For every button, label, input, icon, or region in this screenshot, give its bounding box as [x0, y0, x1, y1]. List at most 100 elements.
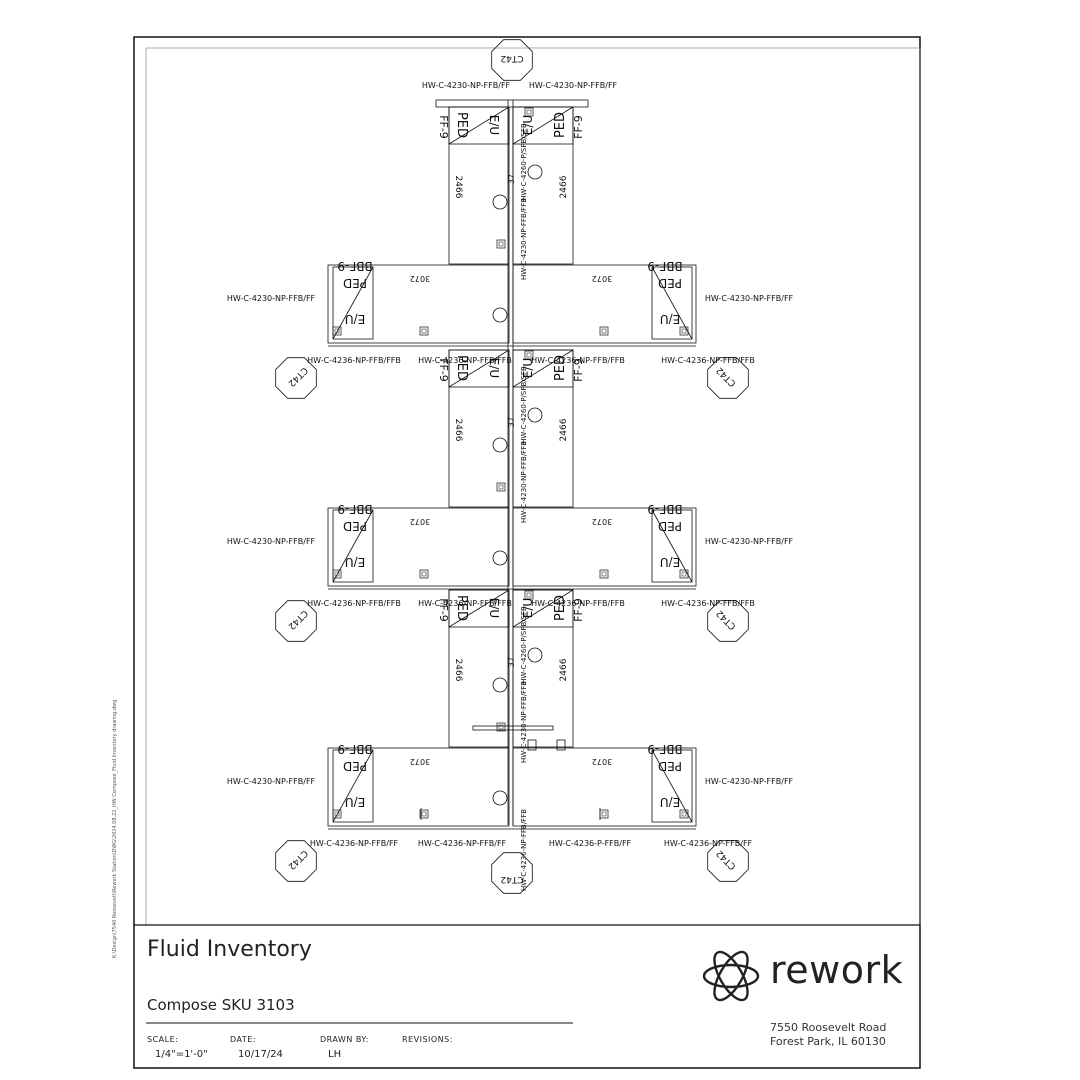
outlet-lw2-0-inner [421, 328, 427, 334]
ped-label-rw-0: PED [658, 276, 682, 290]
left-wing-ped-2 [332, 749, 374, 823]
right-wing-label-1: HW-C-4230-NP-FFB/FF [705, 537, 794, 546]
mid-right-stub-label-1: HW-C-4236-NP-FFB/FFB [531, 599, 625, 608]
outlet-rw-1-inner [681, 571, 687, 577]
outlet-upper-1-inner [498, 484, 504, 490]
drawing-title: Fluid Inventory [147, 937, 312, 962]
outlet-rw2-1 [599, 569, 609, 579]
mid-left-stub-label-0: HW-C-4236-NP-FFB/FFB [418, 356, 512, 365]
floor-plan: HW-C-4230-NP-FFB/FF HW-C-4230-NP-FFB/FF CT… [227, 39, 794, 894]
upper-left-ped-diag-2 [448, 589, 510, 628]
ct42-right-label-2: CT42 [715, 848, 739, 872]
bbf-label-rw-2: BBF-9 [647, 742, 682, 756]
outlet-upper-1 [496, 482, 506, 492]
outlet-lw-1-inner [334, 571, 340, 577]
chair-wing-0 [492, 307, 508, 323]
right-wing-desk-2 [512, 747, 697, 827]
outlet-rw2-1-inner [601, 571, 607, 577]
dim-2466-right-2: 2466 [559, 658, 569, 681]
ct42-left-table-1 [275, 600, 317, 642]
ev-label-ur-2: E/U [521, 598, 535, 618]
upper-right-ped-diag-0 [512, 106, 574, 145]
spine-label-b-1: HW-C-4230-NP-FFB/FFB [520, 441, 528, 523]
outlet-lw2-2 [419, 809, 429, 819]
ev-label-lw-0: E/U [345, 312, 365, 326]
outlet-lw2-0 [419, 326, 429, 336]
ct42-right-table-1 [707, 600, 749, 642]
left-wing-label-1: HW-C-4230-NP-FFB/FF [227, 537, 316, 546]
ped-label-ur-2: PED [553, 595, 568, 621]
ff-label-left-2: FF-9 [437, 598, 450, 622]
dim-3072-left-0: 3072 [410, 274, 430, 283]
ped-label-ur-1: PED [553, 355, 568, 381]
top-right-label: HW-C-4230-NP-FFB/FF [529, 81, 618, 90]
dim-2466-left-1: 2466 [453, 419, 463, 442]
bot-mid-right-label: HW-C-4236-P-FFB/FF [549, 839, 632, 848]
top-cap-panel [435, 99, 589, 108]
upper-right-ped-2 [512, 589, 574, 628]
ct42-left-label-1: CT42 [286, 608, 310, 632]
bbf-label-rw-0: BBF-9 [647, 259, 682, 273]
bbf-label-lw-1: BBF-9 [337, 502, 372, 516]
right-wing-ped-0 [651, 266, 693, 340]
upper-left-ped-1 [448, 349, 510, 388]
chair-upper-2 [492, 677, 508, 693]
dim-3072-right-2: 3072 [592, 757, 612, 766]
bbf-label-lw-2: BBF-9 [337, 742, 372, 756]
bottom-fixture-2 [556, 739, 566, 751]
left-wing-desk-2 [327, 747, 510, 827]
outlet-lw-2 [332, 809, 342, 819]
spine-bottom-label: HW-C-4236-NP-FFB/FFB [520, 809, 528, 891]
outlet-rw-0 [679, 326, 689, 336]
ct42-left-label-0: CT42 [286, 365, 310, 389]
ct42-right-table-2 [707, 840, 749, 882]
outlet-lw2-1 [419, 569, 429, 579]
revisions-label: REVISIONS: [402, 1035, 453, 1044]
spine-label-a-1: HW-C-4260-P/SFB/SFB [520, 366, 528, 444]
drawn-by-value: LH [328, 1049, 342, 1060]
outlet-lw-1 [332, 569, 342, 579]
outlet-top-0 [524, 107, 534, 117]
ct42-top-table [491, 39, 533, 81]
chair-upper-1 [492, 437, 508, 453]
ff-label-right-0: FF-9 [572, 115, 585, 139]
mid-left-stub-label-1: HW-C-4236-NP-FFB/FFB [418, 599, 512, 608]
bottom-fixture-1 [527, 739, 537, 751]
upper-right-ped-diag-1 [512, 349, 574, 388]
ct42-right-label-1: CT42 [715, 608, 739, 632]
left-wing-ped-0 [332, 266, 374, 340]
chair-wing-2 [492, 790, 508, 806]
scale-label: SCALE: [147, 1035, 179, 1044]
chair-upper-0 [492, 194, 508, 210]
dim-37-2: 37 [507, 657, 516, 667]
dim-3072-left-2: 3072 [410, 757, 430, 766]
address-line-1: 7550 Roosevelt Road [770, 1021, 887, 1034]
scale-value: 1/4"=1'-0" [155, 1049, 208, 1060]
right-wing-label-2: HW-C-4230-NP-FFB/FF [705, 777, 794, 786]
outlet-lw2-2-inner [421, 811, 427, 817]
ct42-bottom-label: CT42 [500, 874, 523, 884]
ff-label-right-2: FF-9 [572, 598, 585, 622]
ev-label-ur-0: E/U [521, 115, 535, 135]
ct42-right-table-0 [707, 357, 749, 399]
ct42-left-label-2: CT42 [286, 848, 310, 872]
dim-2466-right-1: 2466 [559, 418, 569, 441]
drawing-subtitle: Compose SKU 3103 [147, 996, 295, 1014]
outlet-rw-0-inner [681, 328, 687, 334]
ev-label-ul-2: E/U [487, 598, 501, 618]
outlet-top-1 [524, 350, 534, 360]
outlet-upper-2-inner [498, 724, 504, 730]
chair-upper-r-0 [527, 164, 543, 180]
dim-3072-right-0: 3072 [592, 274, 612, 283]
chair-upper-r-1 [527, 407, 543, 423]
ev-label-rw-0: E/U [660, 312, 680, 326]
mid-right-stub-label-0: HW-C-4236-NP-FFB/FFB [531, 356, 625, 365]
drawn-by-label: DRAWN BY: [320, 1035, 369, 1044]
ev-label-lw-2: E/U [345, 795, 365, 809]
dim-37-1: 37 [507, 417, 516, 427]
outlet-upper-0 [496, 239, 506, 249]
right-stub-label-2: HW-C-4236-NP-FFB/FF [664, 839, 753, 848]
outlet-rw2-0 [599, 326, 609, 336]
left-wing-label-2: HW-C-4230-NP-FFB/FF [227, 777, 316, 786]
outlet-lw2-1-inner [421, 571, 427, 577]
